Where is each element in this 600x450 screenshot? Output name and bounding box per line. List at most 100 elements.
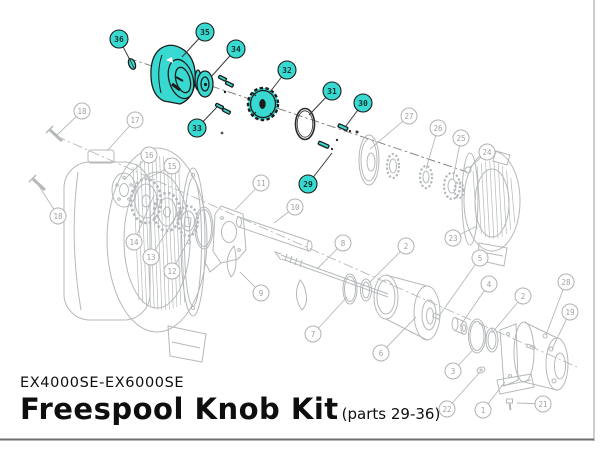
callout-31: 31 (322, 81, 342, 101)
callout-2: 2 (514, 287, 532, 305)
freespool-kit-drawing (127, 44, 359, 151)
leader-lines (38, 31, 571, 411)
callout-number-21: 21 (538, 400, 547, 409)
o-ring-7-drawing (342, 273, 358, 305)
callout-6: 6 (372, 344, 390, 362)
callout-number-26: 26 (433, 124, 443, 133)
bracket-plate-drawing (205, 205, 247, 273)
callout-number-1: 1 (481, 406, 486, 415)
cam-disc-34-drawing (194, 69, 214, 98)
coupler-gear-drawing (385, 152, 401, 180)
callout-number-18: 18 (53, 212, 63, 221)
callout-28: 28 (557, 273, 575, 291)
callout-number-24: 24 (482, 148, 492, 157)
kit-screws-33-drawing (214, 74, 234, 135)
callout-1: 1 (474, 401, 492, 419)
leader-line-14 (133, 194, 155, 243)
kit-parts-note: (parts 29-36) (341, 405, 441, 423)
callout-23: 23 (444, 229, 462, 247)
callout-7: 7 (304, 325, 322, 343)
leader-line-28 (545, 281, 567, 336)
callout-number-22: 22 (442, 405, 451, 414)
gear-housing-drawing (63, 147, 208, 363)
bolt-18a-drawing (45, 125, 64, 143)
callout-14: 14 (125, 233, 143, 251)
model-number: EX4000SE-EX6000SE (20, 375, 185, 391)
callout-number-30: 30 (358, 99, 368, 108)
kit-title-line: Freespool Knob Kit(parts 29-36) (20, 392, 440, 426)
callout-number-27: 27 (404, 112, 413, 121)
callout-17: 17 (126, 111, 144, 129)
callout-number-3: 3 (451, 367, 456, 376)
callout-number-19: 19 (565, 308, 574, 317)
callout-9: 9 (252, 284, 270, 302)
callout-number-32: 32 (282, 66, 292, 75)
callout-number-2: 2 (404, 242, 409, 251)
ratchet-wheel-32-drawing (246, 86, 280, 122)
callout-2: 2 (397, 237, 415, 255)
leader-line-5 (438, 257, 481, 317)
callout-number-18: 18 (77, 107, 87, 116)
tie-rod-drawing (273, 251, 389, 298)
callout-21: 21 (534, 395, 552, 413)
callout-29: 29 (298, 174, 318, 194)
callout-number-23: 23 (448, 234, 457, 243)
thrust-washer-2b-drawing (485, 327, 499, 353)
callout-19: 19 (561, 303, 579, 321)
callout-number-15: 15 (167, 162, 176, 171)
callout-13: 13 (142, 248, 160, 266)
leader-line-4 (459, 283, 490, 327)
brake-shoe-drawing (226, 245, 307, 311)
callout-number-31: 31 (327, 87, 337, 96)
o-ring-3-drawing (468, 318, 486, 354)
callout-number-11: 11 (256, 179, 265, 188)
kit-title: Freespool Knob Kit (20, 392, 339, 426)
leader-line-2 (368, 245, 407, 284)
callout-number-2: 2 (521, 292, 526, 301)
clutch-housing-drawing (496, 321, 569, 395)
screw-21-drawing (506, 398, 513, 411)
thrust-washer-2a-drawing (360, 278, 372, 302)
callout-12: 12 (163, 262, 181, 280)
callout-number-10: 10 (290, 203, 300, 212)
callout-number-33: 33 (192, 124, 202, 133)
callout-3: 3 (444, 362, 462, 380)
screw-30-drawing (337, 123, 352, 133)
callout-number-6: 6 (379, 349, 384, 358)
bushing-4-drawing (451, 317, 468, 335)
callout-33: 33 (187, 118, 207, 138)
o-ring-31-drawing (294, 107, 316, 141)
callout-number-4: 4 (487, 280, 492, 289)
drum-hub-drawing (373, 274, 441, 341)
callout-8: 8 (334, 234, 352, 252)
main-axis-line (55, 135, 578, 368)
callout-30: 30 (353, 93, 373, 113)
output-shaft-drawing (236, 216, 313, 252)
callout-18: 18 (73, 102, 91, 120)
callout-layer: 1223456789101112131415161718181921222324… (49, 22, 579, 419)
callout-22: 22 (438, 400, 456, 418)
callout-number-7: 7 (311, 330, 316, 339)
page-frame (0, 0, 595, 441)
drum-flange-drawing (358, 134, 380, 186)
callout-24: 24 (478, 143, 496, 161)
callout-34: 34 (226, 39, 246, 59)
callout-15: 15 (163, 157, 181, 175)
callout-number-28: 28 (561, 278, 571, 287)
callout-18: 18 (49, 207, 67, 225)
callout-32: 32 (277, 60, 297, 80)
clip-22-drawing (476, 366, 486, 374)
callout-number-13: 13 (146, 253, 155, 262)
callout-4: 4 (480, 275, 498, 293)
callout-10: 10 (286, 198, 304, 216)
callout-16: 16 (140, 146, 158, 164)
callout-number-17: 17 (130, 116, 139, 125)
freespool-knob-35-drawing (150, 44, 196, 105)
callout-number-29: 29 (303, 180, 313, 189)
callout-26: 26 (429, 119, 447, 137)
callout-11: 11 (252, 174, 270, 192)
callout-number-35: 35 (200, 28, 210, 37)
drum-support-drawing (461, 150, 521, 267)
